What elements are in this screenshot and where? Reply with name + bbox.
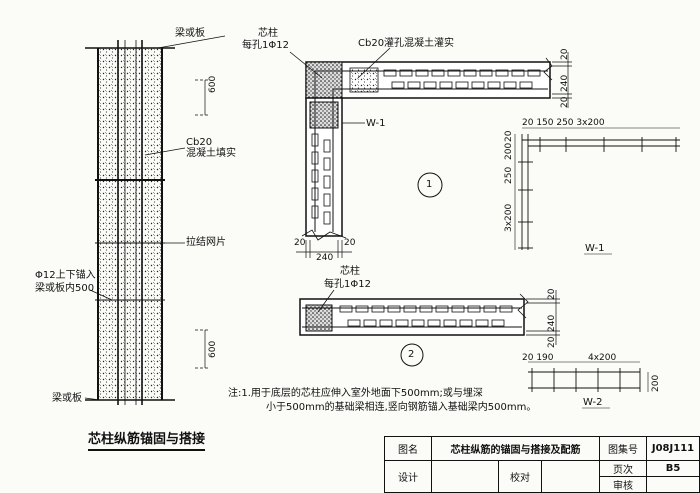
dim-240a: 240 [316,253,334,263]
label-atlas-no: 图集号 [599,436,647,461]
mesh-label: 拉结网片 [186,237,226,248]
w1-side-3x200: 3x200 [504,203,514,232]
note-line-1: 注:1.用于底层的芯柱应伸入室外地面下500mm;或与埋深 [228,388,483,399]
dim-20b: 20 [344,238,356,248]
dim-600-bottom: 600 [208,340,218,358]
w1-tag: W-1 [366,118,386,129]
label-figure-name: 图名 [384,436,432,461]
grout-label: Cb20灌孔混凝土灌实 [358,38,455,49]
dim-240c: 240 [547,314,557,332]
atlas-no: J08J111 [646,436,700,461]
mesh-w2 [528,361,649,409]
drawing-title: 芯柱纵筋锚固与搭接 [88,428,206,451]
ring-beam-label-top: 梁或板 [175,28,205,39]
core-column-label-2a: 芯柱 [340,266,360,277]
w1-side-200: 200 [504,142,514,160]
circle-2-label: 2 [408,349,415,360]
cb20-label-1: Cb20 [186,137,213,148]
dim-20e: 20 [547,288,557,300]
w2-top-dims: 20 190 [522,353,554,363]
w2-4x200: 4x200 [588,353,617,363]
core-column-label-2b: 每孔1Φ12 [324,279,371,290]
dim-600-top: 600 [208,75,218,93]
mesh-w1 [514,127,680,255]
page-number: B5 [646,460,700,477]
cb20-label-2: 混凝土填实 [186,148,236,159]
circle-1-label: 1 [426,179,433,190]
w2-200: 200 [651,374,661,392]
w1-name: W-1 [585,243,605,254]
core-column-label-1a: 芯柱 [258,28,278,39]
w1-side-250: 250 [504,166,514,184]
label-page: 页次 [599,460,647,477]
note-line-2: 小于500mm的基础梁相连,竖向钢筋锚入基础梁内500mm。 [266,402,537,413]
core-column-label-1b: 每孔1Φ12 [242,40,289,51]
ring-beam-label-bottom: 梁或板 [52,393,82,404]
label-check: 校对 [498,460,542,493]
title-block: 图名 芯柱纵筋的锚固与搭接及配筋 图集号 J08J111 设计 校对 页次 B5… [384,436,700,493]
dim-240b: 240 [560,74,570,92]
w1-side-20: 20 [504,130,514,142]
label-design: 设计 [384,460,432,493]
dim-20f: 20 [547,336,557,348]
figure-name: 芯柱纵筋的锚固与搭接及配筋 [431,436,600,461]
plan-1-corner [301,57,553,241]
dim-20c: 20 [560,48,570,60]
w1-top-dims: 20 150 250 3x200 [522,118,605,128]
w2-name: W-2 [583,397,603,408]
plan-2-straight [299,293,529,336]
anchor-label-2: 梁或板内500 [35,283,95,294]
dim-20a: 20 [294,238,306,248]
core-column-elevation [85,40,175,405]
dim-20d: 20 [560,96,570,108]
designer-signature [431,460,499,493]
checker-signature [541,460,600,493]
anchor-label-1: Φ12上下锚入 [35,270,96,281]
